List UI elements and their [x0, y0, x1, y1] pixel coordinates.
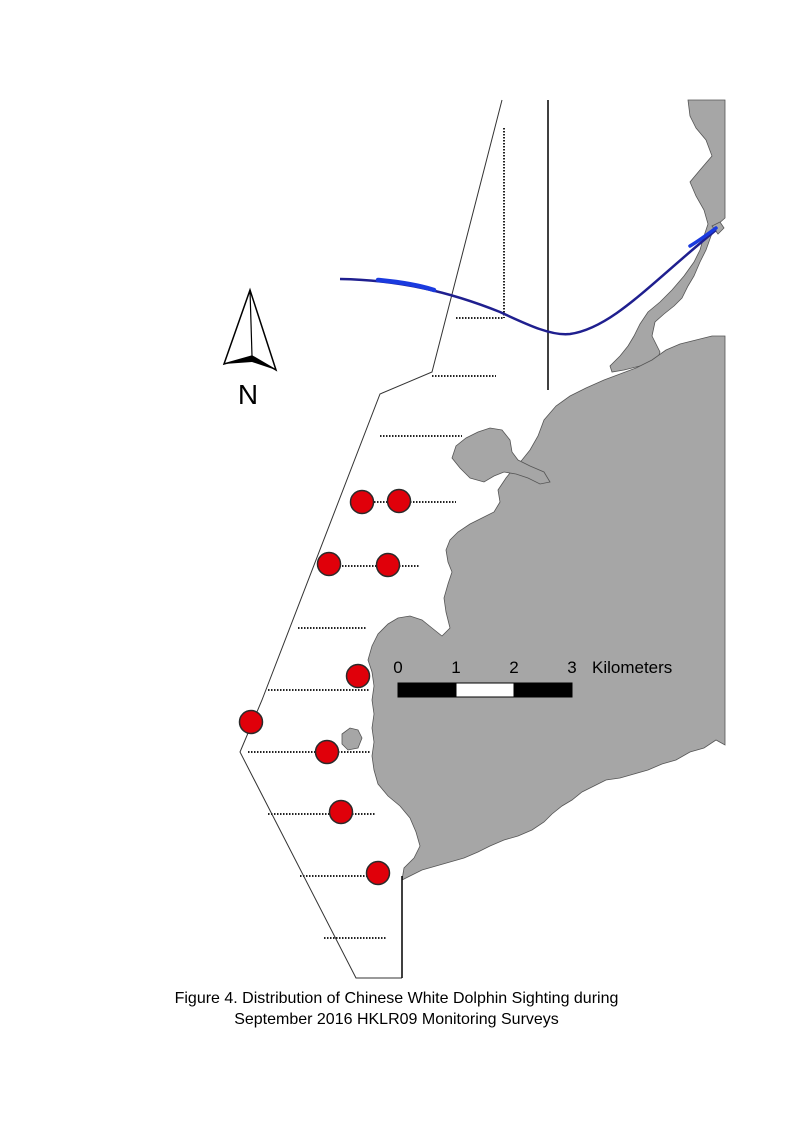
scale-tick-2: 2 — [509, 658, 518, 677]
scale-tick-1: 1 — [451, 658, 460, 677]
sightings — [238, 488, 412, 886]
scale-bar: 0 1 2 3 Kilometers — [393, 658, 672, 698]
bridge-route — [339, 226, 718, 336]
scale-bar-seg-2 — [455, 682, 515, 698]
sighting-point — [386, 488, 412, 514]
figure-caption: Figure 4. Distribution of Chinese White … — [0, 988, 793, 1030]
land-north — [609, 99, 726, 373]
sighting-point — [328, 799, 354, 825]
scale-tick-3: 3 — [567, 658, 576, 677]
scale-bar-seg-1 — [397, 682, 457, 698]
land-island-small — [341, 727, 363, 751]
bridge-route-highlight — [375, 277, 437, 293]
caption-line-1: Figure 4. Distribution of Chinese White … — [174, 990, 619, 1007]
scale-unit: Kilometers — [592, 658, 672, 677]
sighting-point — [375, 552, 401, 578]
land-peninsula — [451, 427, 551, 485]
sighting-point — [345, 663, 371, 689]
scale-bar-seg-3 — [513, 682, 573, 698]
transect-lines — [248, 128, 505, 939]
sighting-point — [349, 489, 375, 515]
north-arrow: N — [222, 287, 278, 410]
scale-tick-0: 0 — [393, 658, 402, 677]
sighting-point — [316, 551, 342, 577]
caption-line-2: September 2016 HKLR09 Monitoring Surveys — [234, 1011, 559, 1028]
north-arrow-icon — [222, 287, 278, 372]
land-main — [367, 335, 726, 881]
sighting-point — [314, 739, 340, 765]
boundary-west — [239, 99, 503, 979]
study-area-boundary — [239, 99, 549, 979]
sighting-point — [365, 860, 391, 886]
bridge-route-highlight-east — [688, 226, 718, 248]
north-label: N — [238, 379, 258, 410]
sighting-point — [238, 709, 264, 735]
land-masses — [341, 99, 726, 881]
